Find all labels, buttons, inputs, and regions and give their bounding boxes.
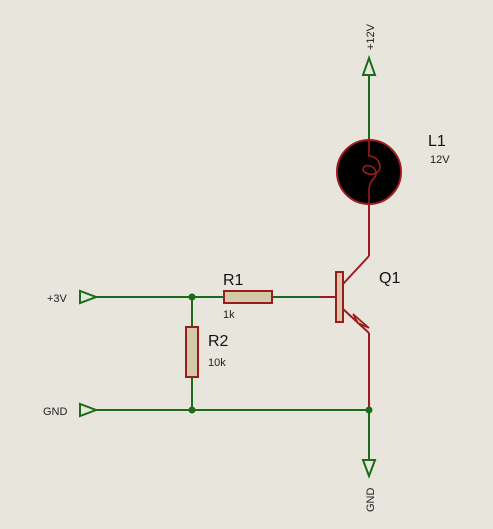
resistor-r2[interactable]: R2 10k (185, 326, 229, 378)
supply-arrow-icon (361, 54, 377, 76)
wires (96, 75, 370, 460)
gnd-left-label: GND (43, 406, 68, 418)
input-terminal[interactable]: +3V (47, 289, 99, 305)
lamp-value: 12V (430, 154, 450, 166)
component-leads (320, 138, 370, 410)
r2-name: R2 (208, 333, 229, 350)
input-label: +3V (47, 293, 68, 305)
emitter-arrow-icon (352, 313, 370, 329)
gnd-bottom-label: GND (365, 488, 377, 513)
lamp-filament-icon (362, 140, 381, 204)
lamp-l1[interactable]: L1 12V (336, 133, 450, 205)
r1-name: R1 (223, 272, 244, 289)
r2-value: 10k (208, 357, 226, 369)
supply-label: +12V (365, 23, 377, 50)
lamp-name: L1 (428, 133, 446, 150)
r1-value: 1k (223, 309, 235, 321)
resistor-r2-body (185, 326, 199, 378)
gnd-bottom-arrow-icon (361, 459, 377, 479)
resistor-r1[interactable]: R1 1k (223, 272, 273, 321)
junction-dot-input (188, 293, 196, 301)
gnd-left-arrow-icon (79, 402, 99, 418)
resistor-r1-body (223, 290, 273, 304)
input-arrow-icon (79, 289, 99, 305)
collector-lead (342, 255, 370, 285)
transistor-q1[interactable]: Q1 (335, 270, 400, 329)
junction-dot-gnd-right (365, 406, 373, 414)
transistor-base-bar (335, 271, 344, 323)
supply-terminal[interactable]: +12V (361, 23, 377, 76)
gnd-left-terminal[interactable]: GND (43, 402, 99, 418)
gnd-bottom-terminal[interactable]: GND (361, 459, 377, 513)
junction-dot-gnd-left (188, 406, 196, 414)
transistor-name: Q1 (379, 270, 400, 287)
